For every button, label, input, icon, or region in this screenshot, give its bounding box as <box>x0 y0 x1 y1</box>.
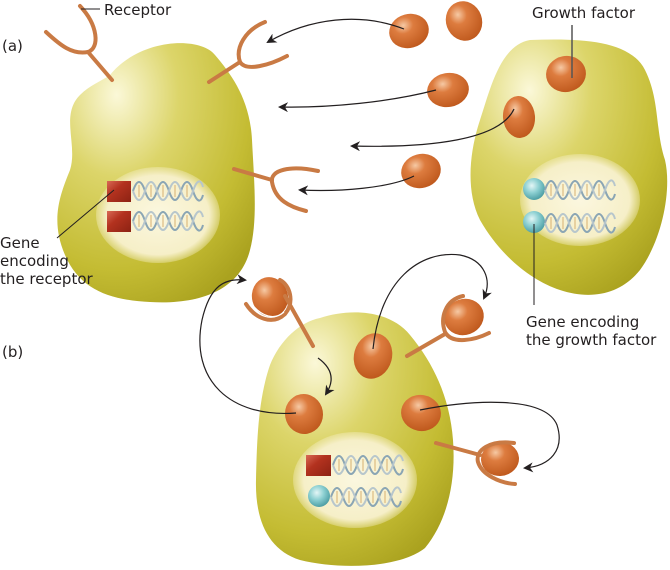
arrow <box>350 108 515 152</box>
bound-receptor <box>244 277 315 348</box>
growth-factor-icon <box>401 394 441 432</box>
receptor-icon <box>207 20 289 84</box>
arrow <box>199 274 297 415</box>
gene-receptor-label: Gene encoding the receptor <box>0 234 93 288</box>
growth-factor-icon <box>284 394 324 434</box>
receptor-icon <box>405 294 491 358</box>
panel-label-b: (b) <box>2 343 24 361</box>
receptor-icon <box>244 278 315 348</box>
growth-factor-icon <box>401 153 441 189</box>
arrows-b <box>199 253 560 473</box>
growth-factor-gene-icon <box>523 178 545 200</box>
arrows-a <box>266 18 515 196</box>
growth-factors-a <box>389 1 586 189</box>
growth-factor-icon <box>502 96 536 138</box>
arrow <box>298 175 415 196</box>
receptor-icon <box>434 440 517 486</box>
growth-factor-gene-icon <box>523 211 545 233</box>
arrow <box>317 357 335 396</box>
receptor-gene-icon <box>107 181 131 202</box>
growth-factor-icon <box>445 1 483 41</box>
receptor-icon <box>232 166 320 213</box>
panel-label-a: (a) <box>2 37 23 55</box>
gene-receptor-leader-line <box>56 189 115 239</box>
bound-receptor <box>434 440 519 486</box>
receptor-gene-icon <box>107 211 131 232</box>
gene-growth-factor-label: Gene encoding the growth factor <box>526 313 657 349</box>
nucleus <box>520 154 640 246</box>
receptor-icon <box>44 4 114 82</box>
growth-factor-icon <box>389 13 429 49</box>
growth-factor-icon <box>546 55 586 93</box>
receptor-label: Receptor <box>104 1 172 19</box>
arrow <box>372 253 492 350</box>
growth-factor-icon <box>481 441 519 477</box>
arrow <box>278 89 437 113</box>
arrow <box>419 401 560 473</box>
autocrine-cell <box>255 312 454 566</box>
arrow <box>266 18 405 43</box>
growth-factor-icon <box>251 277 289 317</box>
bound-receptor <box>405 294 491 358</box>
growth-factor-icon <box>427 72 469 108</box>
receptor-gene-icon <box>306 455 331 476</box>
growth-factor-gene-icon <box>308 485 330 507</box>
growth-factor-icon <box>353 333 393 379</box>
growth-factor-label: Growth factor <box>532 4 636 22</box>
receptor-cell <box>57 43 255 303</box>
growth-factor-icon <box>444 298 484 336</box>
nucleus <box>293 432 417 528</box>
